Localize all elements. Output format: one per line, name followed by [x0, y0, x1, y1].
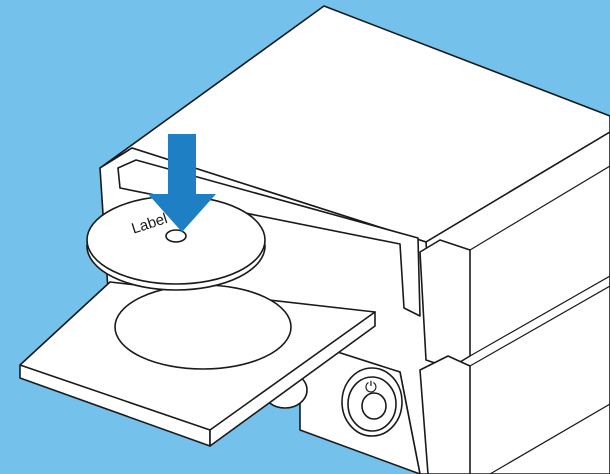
player-lower-corner [420, 356, 470, 474]
player-corner-trim [420, 240, 470, 368]
power-knob[interactable]: ⏻ [342, 368, 402, 436]
knob-mark-icon: ⏻ [365, 379, 377, 396]
tray-disc-well [115, 285, 291, 369]
disc-center-hole [166, 230, 186, 242]
